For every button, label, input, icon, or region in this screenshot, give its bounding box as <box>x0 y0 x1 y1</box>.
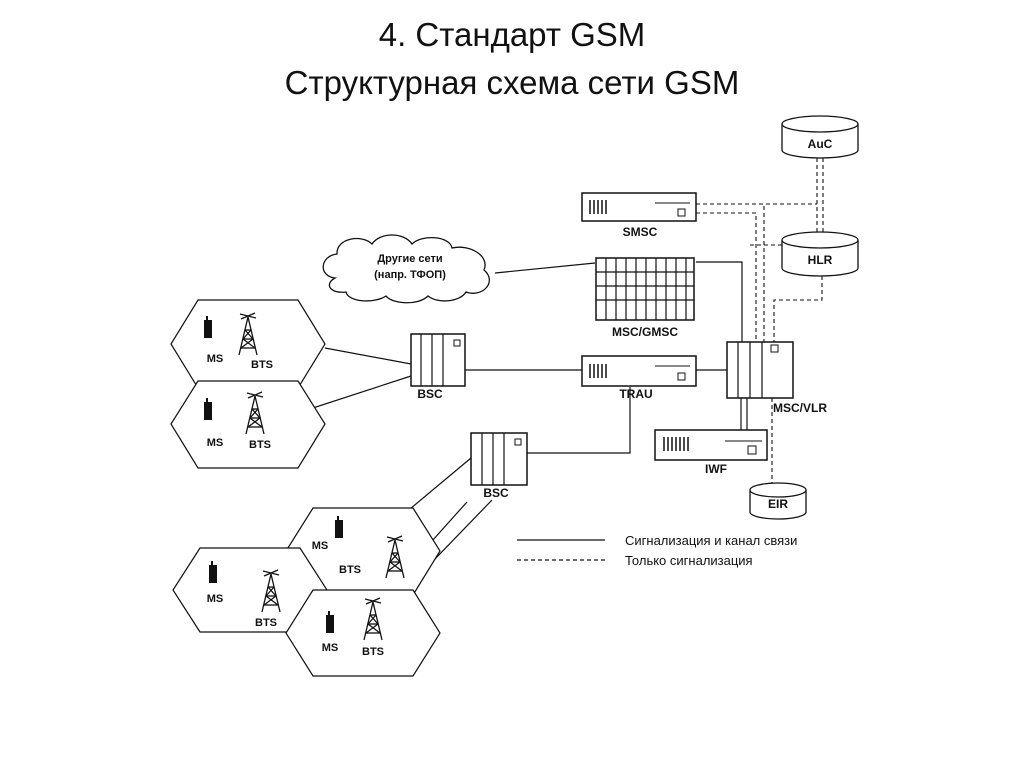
dash-smsc-mscvlr-2 <box>696 212 757 345</box>
bsc-1-rack: BSC <box>410 333 466 401</box>
trau-label: TRAU <box>619 387 652 401</box>
dash-hlr-mscvlr <box>773 276 823 345</box>
hlr-label: HLR <box>808 253 833 267</box>
bsc-1-label: BSC <box>417 387 443 401</box>
legend: Сигнализация и канал связи Только сигнал… <box>517 533 797 568</box>
hlr-database: HLR <box>781 231 859 277</box>
cell-2: MS BTS <box>170 380 326 469</box>
auc-database: AuC <box>781 115 859 159</box>
eir-label: EIR <box>768 497 788 511</box>
link-other-networks-mscgmsc <box>494 262 596 274</box>
cell-5: MS BTS <box>285 589 441 677</box>
link-mscgmsc-mscvlr <box>696 261 743 343</box>
legend-solid-label: Сигнализация и канал связи <box>625 533 797 548</box>
bts-label: BTS <box>339 564 361 576</box>
ms-label: MS <box>312 540 329 552</box>
cell-1: MS BTS <box>170 299 326 389</box>
slide-title-line-1: 4. Стандарт GSM <box>378 16 646 53</box>
slide-title-line-2: Структурная схема сети GSM <box>284 64 740 101</box>
other-networks-label-2: (напр. ТФОП) <box>374 269 446 281</box>
msc-vlr-label: MSC/VLR <box>773 401 827 415</box>
link-bsc2-trau <box>527 387 631 454</box>
ms-label: MS <box>207 437 224 449</box>
auc-label: AuC <box>808 137 833 151</box>
other-networks-label-1: Другие сети <box>377 253 442 265</box>
bsc-2-rack: BSC <box>470 432 528 500</box>
smsc-label: SMSC <box>623 225 658 239</box>
legend-dashed-label: Только сигнализация <box>625 553 753 568</box>
iwf-label: IWF <box>705 462 727 476</box>
msc-gmsc-label: MSC/GMSC <box>612 325 678 339</box>
bts-label: BTS <box>362 646 384 658</box>
iwf-server: IWF <box>654 429 768 476</box>
link-bts1-bsc1 <box>324 347 412 365</box>
ms-label: MS <box>322 642 339 654</box>
msc-vlr-rack: MSC/VLR <box>726 341 827 415</box>
other-networks-cloud: Другие сети (напр. ТФОП) <box>322 234 490 304</box>
bts-label: BTS <box>249 439 271 451</box>
dash-smsc-mscvlr-1 <box>696 203 765 345</box>
bsc-2-label: BSC <box>483 486 509 500</box>
bts-label: BTS <box>255 617 277 629</box>
eir-database: EIR <box>749 482 807 520</box>
smsc-server: SMSC <box>581 192 697 239</box>
msc-gmsc-rack: MSC/GMSC <box>595 257 695 339</box>
trau-server: TRAU <box>581 355 697 401</box>
dashed-links <box>696 158 824 484</box>
ms-label: MS <box>207 353 224 365</box>
ms-label: MS <box>207 593 224 605</box>
bts-label: BTS <box>251 359 273 371</box>
